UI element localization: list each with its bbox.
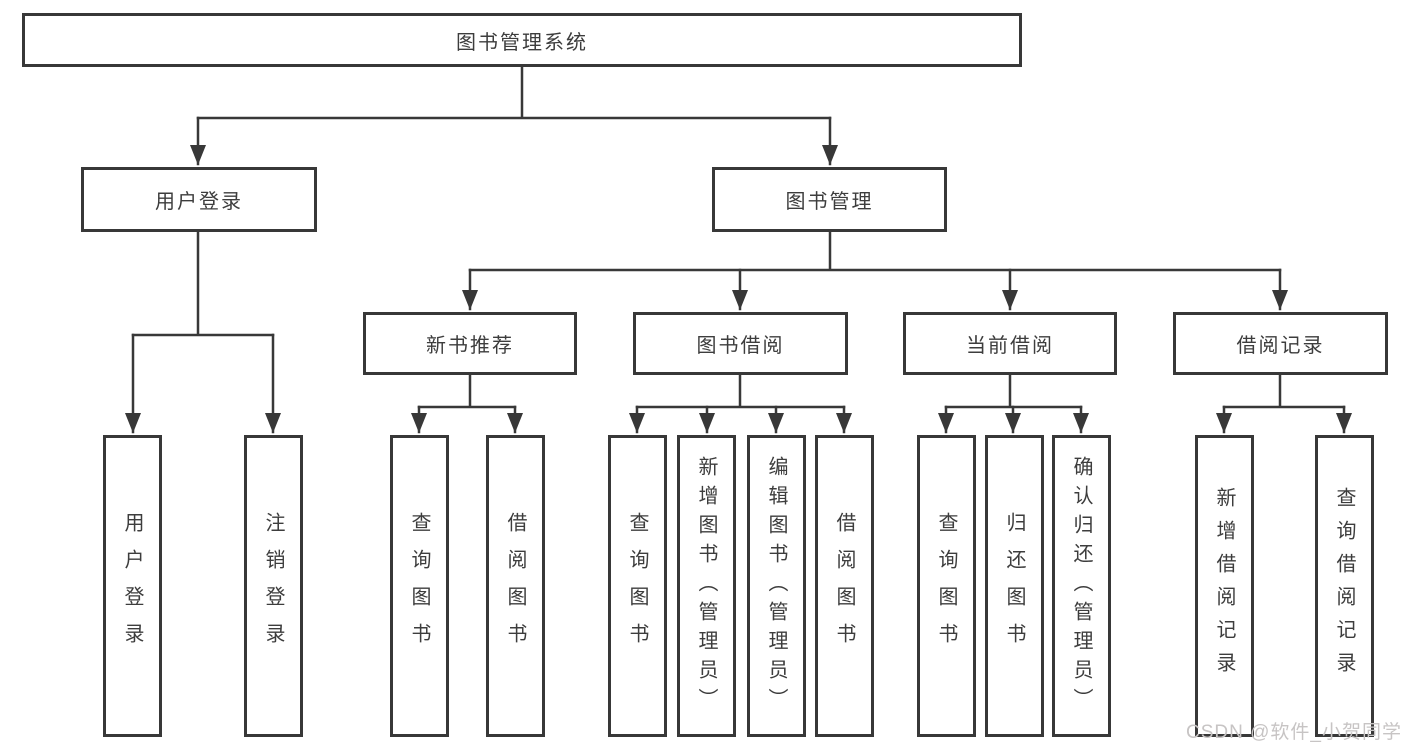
connector-book-mgmt-children	[462, 230, 1288, 311]
leaf-label: 查询图书	[626, 512, 648, 660]
connector-borrow-records-children	[1216, 373, 1352, 434]
node-current-borrow: 当前借阅	[903, 312, 1117, 375]
leaf-label: 查询借阅记录	[1333, 487, 1355, 685]
leaf-edit-books-admin: 编辑图书（管理员）	[747, 435, 806, 737]
leaf-return-books: 归还图书	[985, 435, 1044, 737]
connector-new-book-children	[411, 373, 523, 434]
leaf-add-books-admin: 新增图书（管理员）	[677, 435, 736, 737]
node-label: 图书借阅	[696, 335, 785, 357]
leaf-query-borrow-record: 查询借阅记录	[1315, 435, 1374, 737]
leaf-query-books-recommend: 查询图书	[390, 435, 449, 737]
leaf-label: 借阅图书	[504, 512, 526, 660]
node-label: 借阅记录	[1236, 335, 1325, 357]
leaf-label: 新增借阅记录	[1213, 487, 1235, 685]
node-label: 图书管理	[785, 191, 874, 213]
leaf-confirm-return-admin: 确认归还（管理员）	[1052, 435, 1111, 737]
node-book-management: 图书管理	[712, 167, 947, 232]
leaf-user-login: 用户登录	[103, 435, 162, 737]
leaf-label: 归还图书	[1003, 512, 1025, 660]
leaf-label: 查询图书	[408, 512, 430, 660]
leaf-query-books-current: 查询图书	[917, 435, 976, 737]
leaf-label: 编辑图书（管理员）	[765, 455, 787, 717]
node-user-login: 用户登录	[81, 167, 317, 232]
leaf-borrow-books-borrow: 借阅图书	[815, 435, 874, 737]
connector-book-borrow-children	[629, 373, 852, 434]
node-label: 新书推荐	[426, 335, 514, 357]
leaf-label: 注销登录	[262, 512, 284, 660]
connector-current-borrow-children	[938, 373, 1089, 434]
connector-root-to-level2	[190, 64, 838, 166]
node-borrow-records: 借阅记录	[1173, 312, 1388, 375]
leaf-label: 查询图书	[935, 512, 957, 660]
csdn-watermark: CSDN @软件_小贺同学	[1186, 722, 1402, 743]
leaf-label: 借阅图书	[833, 512, 855, 660]
node-book-borrow: 图书借阅	[633, 312, 848, 375]
leaf-add-borrow-record: 新增借阅记录	[1195, 435, 1254, 737]
node-label: 用户登录	[155, 191, 243, 213]
node-label: 图书管理系统	[456, 31, 588, 54]
leaf-logout: 注销登录	[244, 435, 303, 737]
connector-user-login-children	[125, 230, 281, 434]
node-new-book-recommend: 新书推荐	[363, 312, 577, 375]
leaf-borrow-books-recommend: 借阅图书	[486, 435, 545, 737]
node-label: 当前借阅	[966, 335, 1054, 357]
node-library-management-system: 图书管理系统	[22, 13, 1022, 67]
leaf-label: 用户登录	[121, 512, 143, 660]
leaf-label: 确认归还（管理员）	[1070, 455, 1092, 717]
leaf-label: 新增图书（管理员）	[695, 455, 717, 717]
leaf-query-books-borrow: 查询图书	[608, 435, 667, 737]
